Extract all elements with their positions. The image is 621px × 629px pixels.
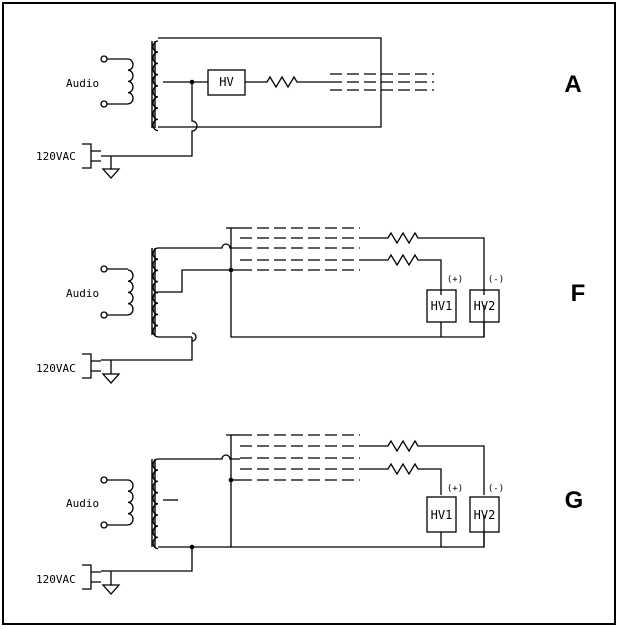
stator-plates	[330, 73, 434, 91]
negative-label: (-)	[488, 275, 504, 285]
secondary-coil	[152, 458, 159, 550]
mains-label: 120VAC	[36, 573, 76, 586]
negative-label: (-)	[488, 484, 504, 494]
secondary-coil-lower	[152, 291, 159, 338]
positive-label: (+)	[447, 275, 463, 285]
panel-g: Audio HV1 HV2 (+) (-)	[36, 434, 584, 595]
sec-top-wire	[158, 454, 240, 460]
hv-label: HV	[219, 75, 233, 89]
rail-wire	[230, 228, 485, 338]
panel-label: F	[571, 280, 586, 307]
mains-plug	[82, 143, 121, 179]
resistor-top	[360, 439, 485, 495]
panel-a: Audio HV 120VAC A	[36, 37, 582, 179]
primary-coil	[127, 269, 134, 316]
panel-f: Audio HV1 HV2 (+) (-)	[36, 227, 586, 384]
border-frame	[2, 2, 616, 625]
mains-wire	[101, 547, 193, 572]
hv2-label: HV2	[474, 508, 496, 522]
hv2-label: HV2	[474, 299, 496, 313]
mains-label: 120VAC	[36, 150, 76, 163]
mains-plug	[82, 564, 121, 595]
panel-label: G	[565, 487, 584, 514]
mains-wire	[101, 82, 198, 157]
primary-coil	[127, 479, 134, 526]
transformer	[127, 458, 178, 550]
mains-label: 120VAC	[36, 362, 76, 375]
audio-label: Audio	[66, 287, 99, 300]
mains-wire	[101, 337, 193, 361]
hv1-label: HV1	[431, 508, 453, 522]
panel-label: A	[564, 71, 581, 98]
secondary-coil	[152, 40, 159, 132]
sec-top-wire	[158, 243, 240, 249]
hv1-label: HV1	[431, 299, 453, 313]
stator-plates	[240, 434, 360, 481]
audio-terminals	[100, 55, 128, 108]
bridge-arc	[191, 332, 197, 342]
audio-terminals	[100, 265, 128, 319]
resistor-bottom	[360, 462, 442, 495]
audio-label: Audio	[66, 497, 99, 510]
transformer	[127, 247, 159, 338]
stator-plates	[240, 227, 360, 271]
resistor-bottom	[360, 253, 442, 295]
audio-terminals	[100, 476, 128, 529]
transformer	[127, 40, 159, 132]
mains-plug	[82, 353, 121, 384]
resistor	[245, 75, 330, 89]
secondary-coil-upper	[152, 247, 159, 294]
rail-wire	[230, 435, 485, 548]
audio-label: Audio	[66, 77, 99, 90]
primary-coil	[127, 58, 134, 105]
sec-mid-wire	[158, 269, 240, 293]
resistor-top	[360, 231, 485, 295]
positive-label: (+)	[447, 484, 463, 494]
